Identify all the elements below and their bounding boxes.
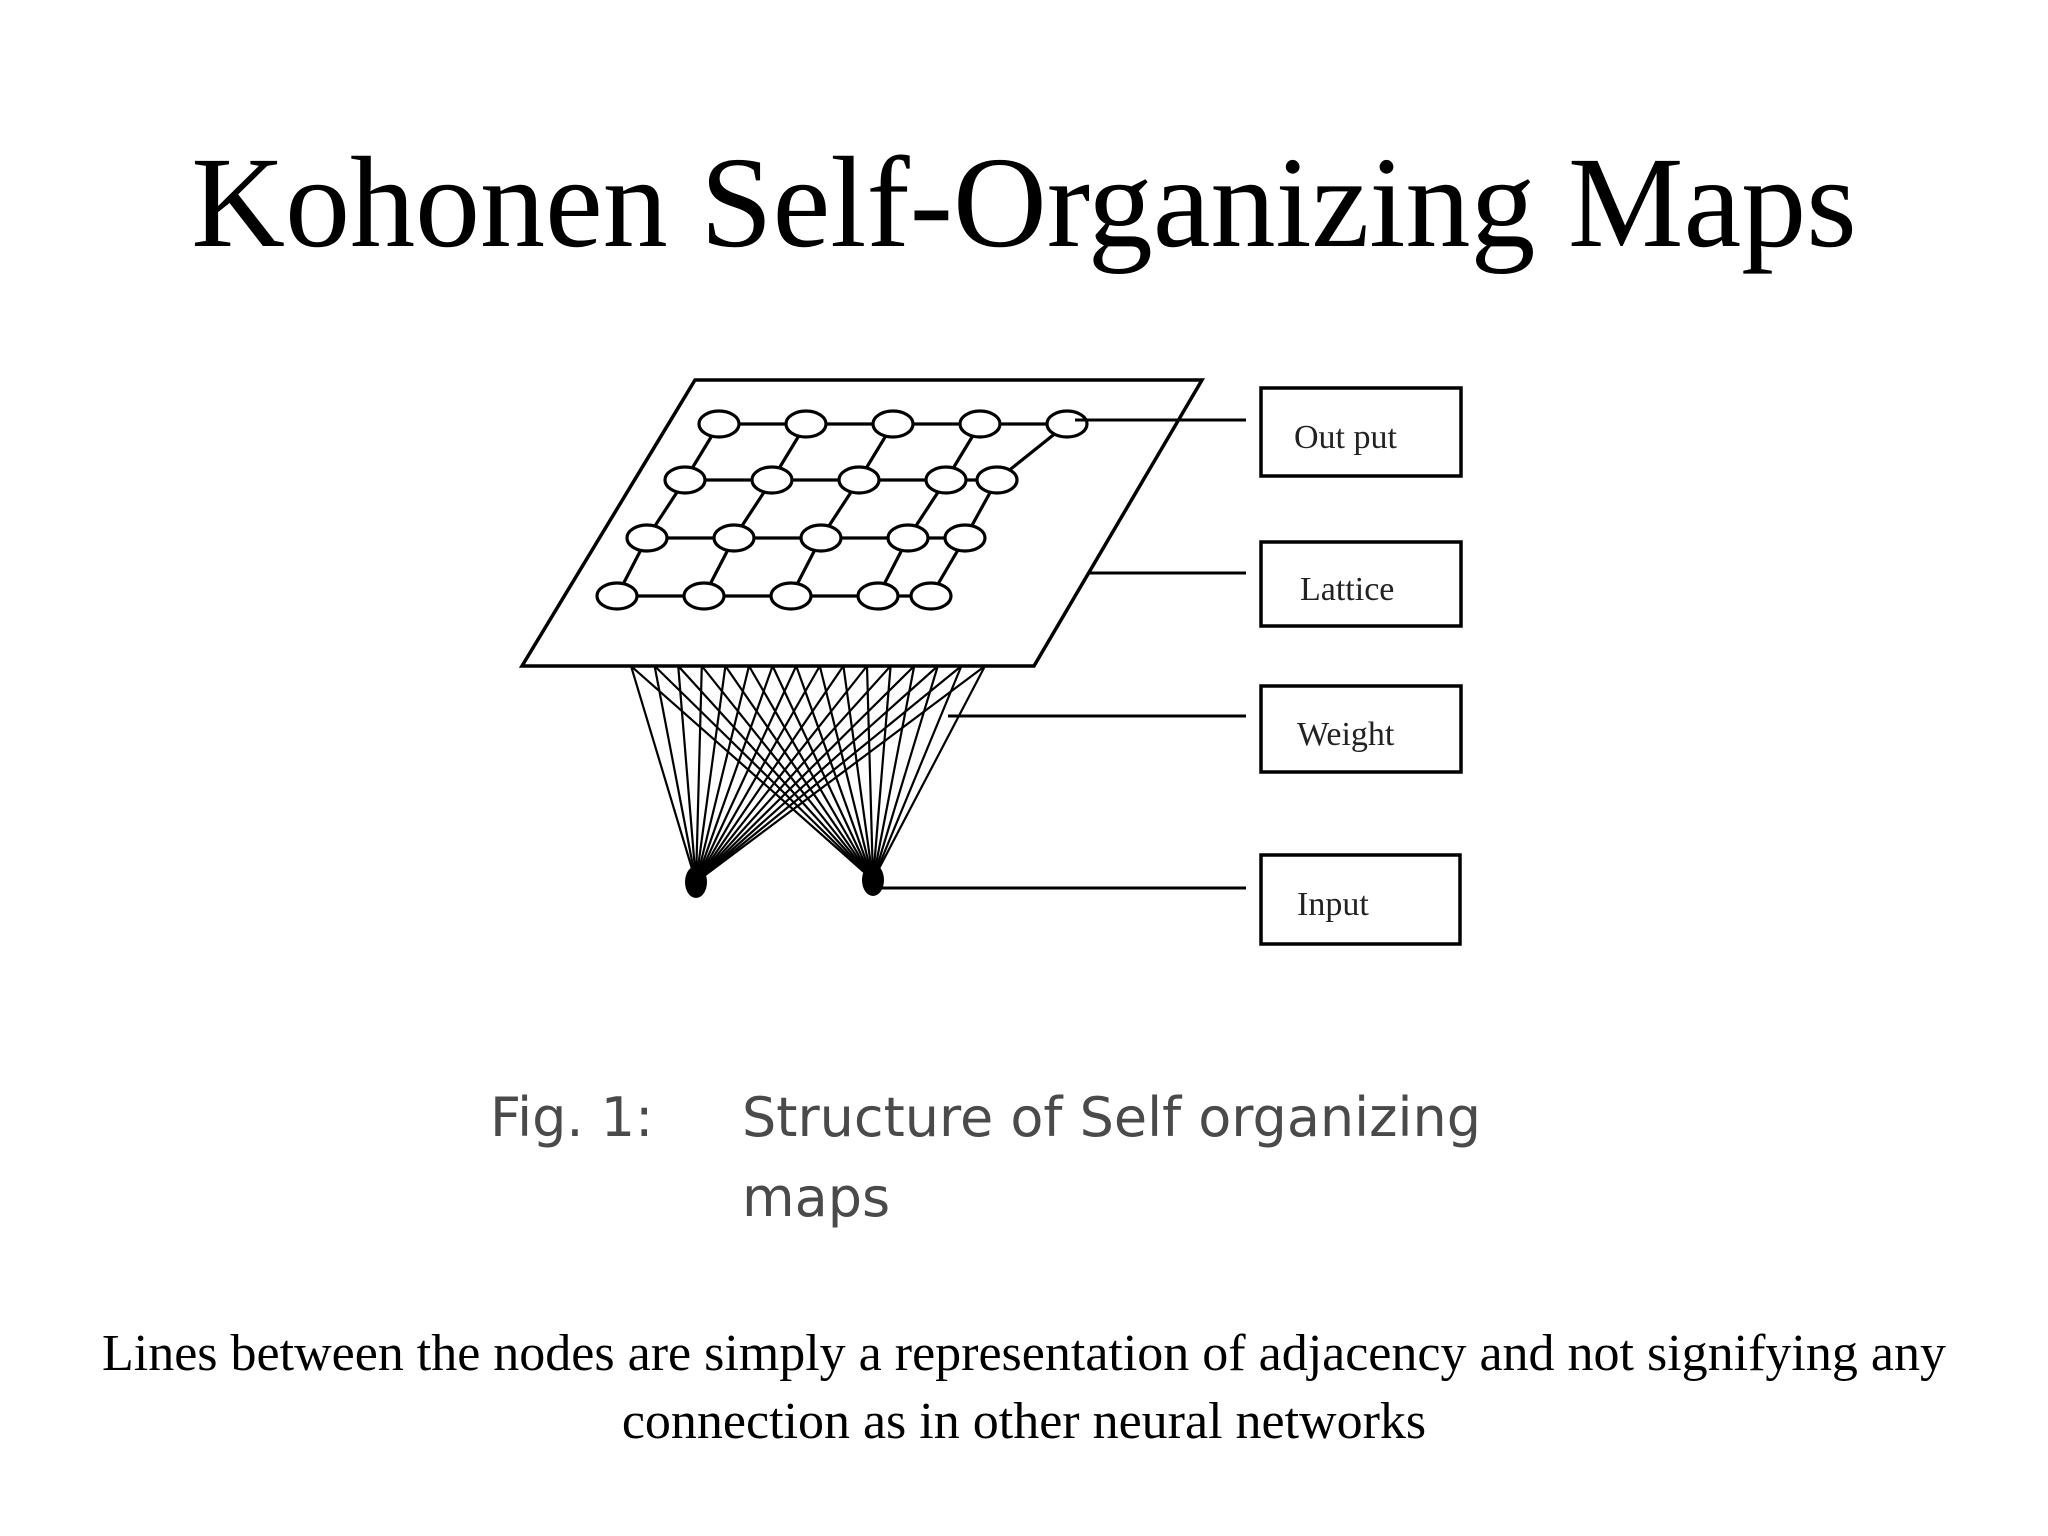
- lattice-node: [697, 409, 741, 439]
- lattice-node: [886, 523, 930, 553]
- lattice-node: [625, 523, 669, 553]
- input-box: [1259, 853, 1462, 946]
- legend-boxes: [1259, 386, 1463, 946]
- lattice-node: [958, 409, 1002, 439]
- lattice-node: [769, 581, 813, 611]
- lattice-label: Lattice: [1300, 571, 1394, 608]
- weight-line: [630, 665, 874, 881]
- weight-line: [842, 665, 875, 881]
- caption-figure-number: Fig. 1:: [490, 1086, 654, 1149]
- lattice-node: [682, 581, 726, 611]
- slide-footnote: Lines between the nodes are simply a rep…: [102, 1325, 1946, 1450]
- weight-line: [695, 665, 868, 883]
- weight-line: [695, 665, 915, 883]
- weight-line: [871, 665, 939, 881]
- weight-line: [695, 665, 892, 883]
- weight-line: [694, 665, 703, 883]
- output-box: [1259, 386, 1463, 478]
- weight-line: [694, 665, 751, 883]
- slide-title: Kohonen Self-Organizing Maps: [191, 131, 1857, 275]
- lattice-node: [871, 409, 915, 439]
- lattice-node: [1045, 409, 1089, 439]
- lattice-node: [943, 523, 987, 553]
- weight-line: [653, 665, 874, 881]
- weight-line: [695, 665, 845, 883]
- lattice-node: [837, 465, 881, 495]
- weight-line: [694, 665, 727, 883]
- weight-line: [871, 665, 916, 881]
- input-nodes: [685, 864, 884, 898]
- weight-line: [695, 665, 798, 883]
- weight-box: [1259, 684, 1463, 774]
- weight-line: [865, 665, 875, 881]
- weight-line: [771, 665, 874, 881]
- weight-line: [677, 665, 874, 881]
- weight-line: [653, 665, 698, 883]
- weight-line: [818, 665, 875, 881]
- output-label: Out put: [1294, 419, 1398, 456]
- weight-line: [629, 665, 698, 883]
- weight-line: [695, 665, 939, 883]
- lattice-node: [856, 581, 900, 611]
- weight-connections: [629, 665, 986, 883]
- lattice-box: [1259, 540, 1463, 628]
- lattice-node: [924, 465, 968, 495]
- lattice-node: [750, 465, 794, 495]
- weight-line: [872, 665, 986, 881]
- lattice-node: [909, 581, 953, 611]
- weight-line: [700, 665, 874, 881]
- weight-line: [695, 665, 963, 883]
- weight-line: [724, 665, 874, 881]
- weight-line: [871, 665, 892, 881]
- weight-line: [795, 665, 875, 881]
- weight-line: [871, 665, 963, 881]
- weight-line: [677, 665, 698, 883]
- lattice-node: [663, 465, 707, 495]
- input-label: Input: [1297, 886, 1369, 923]
- input-node: [862, 864, 884, 896]
- weight-line: [694, 665, 774, 883]
- lattice-node: [975, 465, 1019, 495]
- figure-caption: Fig. 1: Structure of Self organizing map…: [480, 1064, 1500, 1244]
- input-node: [685, 866, 707, 898]
- caption-text: Structure of Self organizing maps: [742, 1086, 1481, 1229]
- lattice-nodes: [595, 409, 1089, 611]
- weight-label: Weight: [1297, 716, 1395, 753]
- lattice-node: [712, 523, 756, 553]
- weight-line: [748, 665, 874, 881]
- leader-lines: [880, 418, 1246, 890]
- lattice-node: [595, 581, 639, 611]
- weight-line: [695, 665, 821, 883]
- lattice-node: [784, 409, 828, 439]
- lattice-node: [799, 523, 843, 553]
- weight-line: [695, 665, 986, 883]
